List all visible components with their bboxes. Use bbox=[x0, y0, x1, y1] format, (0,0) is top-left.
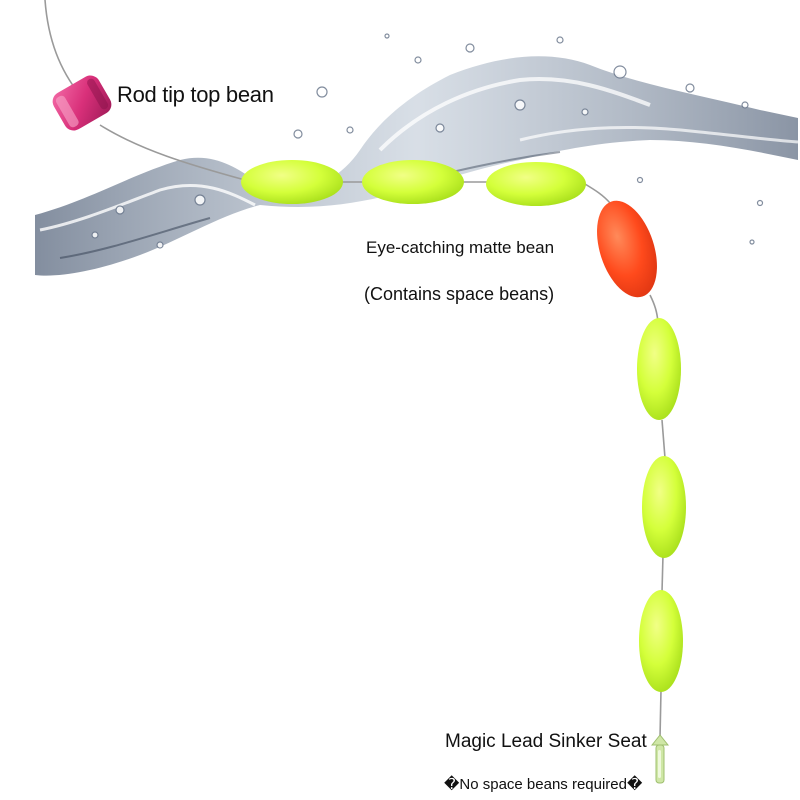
red-bean bbox=[597, 200, 657, 298]
matte-bean-5 bbox=[642, 456, 686, 558]
matte-bean-3 bbox=[486, 162, 586, 206]
matte-bean-4 bbox=[637, 318, 681, 420]
contains-space-label: (Contains space beans) bbox=[364, 284, 555, 304]
matte-bean-6 bbox=[639, 590, 683, 692]
matte-bean-2 bbox=[362, 160, 464, 204]
rod-tip-bean bbox=[52, 75, 112, 131]
matte-bean-label: Eye-catching matte bean bbox=[366, 238, 555, 257]
no-space-label: �No space beans required� bbox=[444, 776, 643, 793]
sinker-seat-label: Magic Lead Sinker Seat bbox=[445, 731, 647, 752]
rod-tip-label: Rod tip top bean bbox=[117, 82, 274, 107]
matte-bean-1 bbox=[241, 160, 343, 204]
sinker-seat bbox=[650, 734, 670, 784]
